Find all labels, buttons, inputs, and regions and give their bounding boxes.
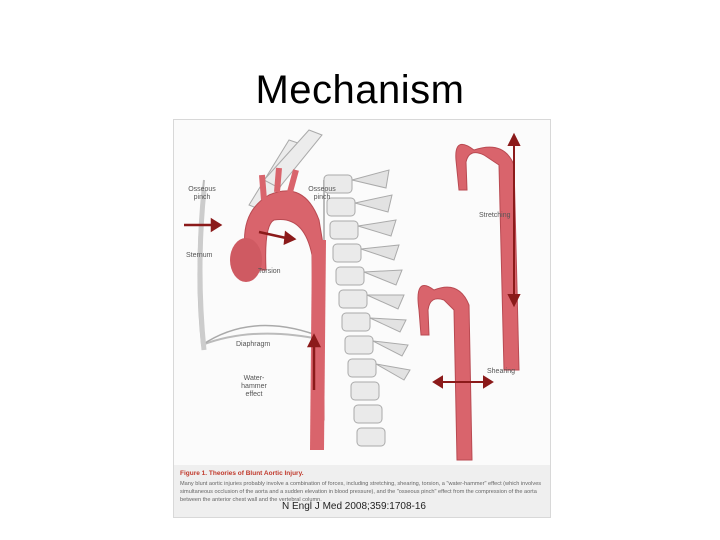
sternum-line xyxy=(197,189,207,351)
caption-background xyxy=(174,465,550,517)
slide-title: Mechanism xyxy=(255,68,465,112)
spinous-processes xyxy=(351,169,411,381)
figure-caption-title: Figure 1. Theories of Blunt Aortic Injur… xyxy=(180,470,304,477)
diaphragm-curve xyxy=(201,324,325,346)
aortic-illustration xyxy=(184,129,521,461)
aortic-injury-figure: Osseous pinch Osseous pinch Sternum Tors… xyxy=(173,119,551,518)
stretching-arrow xyxy=(507,132,521,308)
spine xyxy=(323,174,386,447)
citation-text: N Engl J Med 2008;359:1708-16 xyxy=(282,501,426,512)
heart-base xyxy=(230,238,262,282)
label-osseous-pinch-right: Osseous pinch xyxy=(308,186,336,201)
label-torsion: Torsion xyxy=(258,268,281,275)
aorta-shearing xyxy=(417,285,473,461)
label-stretching: Stretching xyxy=(479,212,511,219)
figure-caption-text: Many blunt aortic injuries probably invo… xyxy=(180,481,542,503)
label-water-hammer: Water-hammer effect xyxy=(241,375,267,398)
label-shearing: Shearing xyxy=(487,368,516,375)
shearing-arrows xyxy=(432,375,494,389)
great-vessels xyxy=(259,167,299,201)
aorta-stretching xyxy=(455,143,520,371)
label-sternum: Sternum xyxy=(186,252,213,259)
label-diaphragm: Diaphragm xyxy=(236,341,271,348)
force-arrows xyxy=(184,217,322,390)
label-osseous-pinch-left: Osseous pinch xyxy=(188,186,216,201)
